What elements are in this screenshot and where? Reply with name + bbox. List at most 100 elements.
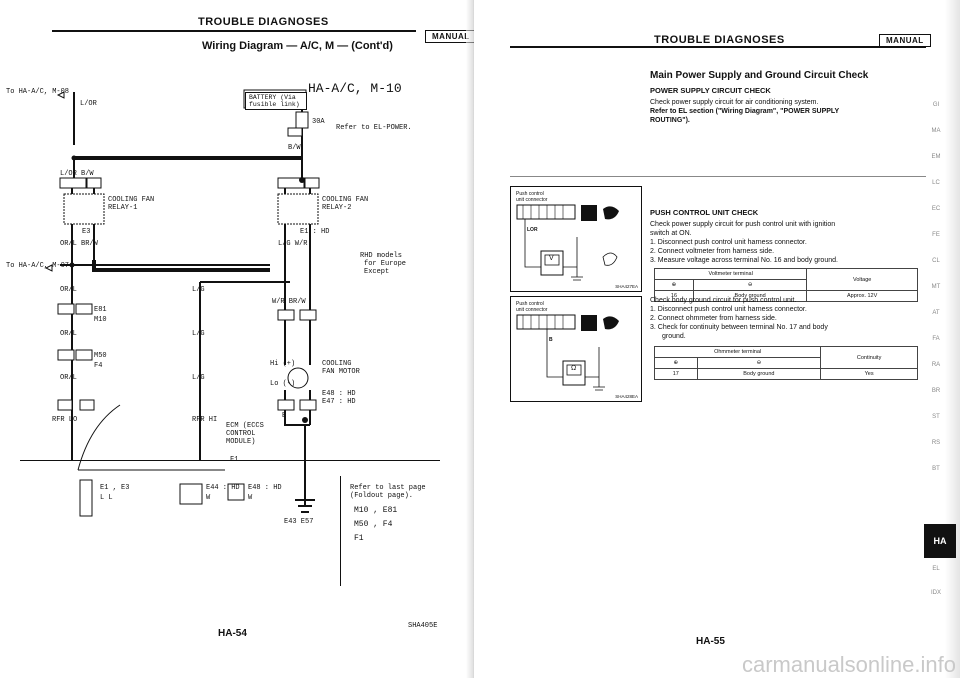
reference-list-1: M10 , E81 (354, 506, 398, 515)
motor-connector-1: E48 : HD (322, 390, 356, 398)
section-divider (510, 176, 926, 177)
margin-mark-at: AT (932, 310, 940, 316)
push-control-title: PUSH CONTROL UNIT CHECK (650, 208, 759, 217)
bottom-connector-1-sub: L L (100, 494, 113, 502)
motor-connector-2: E47 : HD (322, 398, 356, 406)
wire-bw-label: B/W (288, 144, 301, 152)
ha-section-tab[interactable]: HA (924, 524, 956, 558)
wiring-diagram-subtitle: Wiring Diagram — A/C, M — (Cont'd) (202, 40, 393, 52)
ecm-label: ECM (ECCS CONTROL MODULE) (226, 422, 264, 446)
voltmeter-ground: Body ground (692, 290, 808, 302)
figure1-caption-2: unit connector (516, 197, 548, 203)
push-control-step-3: 3. Measure voltage across terminal No. 1… (650, 257, 838, 264)
refer-last-page-label: Refer to last page (Foldout page). (350, 484, 426, 500)
diagram-title: HA-A/C, M-10 (308, 81, 402, 96)
figure1-meter-label: V (549, 255, 554, 262)
voltmeter-table: Voltmeter terminal Voltage ⊕ ⊖ 16 Body g… (653, 268, 918, 302)
ohmmeter-figure: Push control unit connector B Ω SHA428EA (510, 296, 642, 402)
rfr-hi-label: RFR HI (192, 416, 218, 424)
figure2-code: SHA428EA (615, 394, 638, 399)
ohmmeter-figure-drawing (516, 314, 619, 391)
connector-m10-label: M10 (94, 316, 107, 324)
margin-mark-em: EM (931, 154, 941, 160)
voltage-header: Voltage (806, 268, 918, 291)
ohmmeter-table: Ohmmeter terminal Continuity ⊕ ⊖ 17 Body… (653, 346, 918, 380)
motor-lo-label: Lo (-) (270, 380, 296, 388)
right-header-title: TROUBLE DIAGNOSES (654, 34, 785, 46)
figure1-wire-label: LOR (527, 227, 538, 233)
margin-mark-cl: CL (932, 258, 940, 264)
voltmeter-header: Voltmeter terminal (653, 268, 808, 280)
voltmeter-minus: ⊖ (692, 279, 808, 291)
wire-orl-3: OR/L (60, 374, 77, 382)
main-power-section-title: Main Power Supply and Ground Circuit Che… (650, 70, 869, 81)
margin-mark-rs: RS (931, 440, 941, 446)
to-m07-label: To HA-A/C, M-07 (6, 262, 70, 270)
figure1-code: SHA427EA (615, 284, 638, 289)
bottom-connector-2: E44 : HD (206, 484, 240, 492)
continuity-header: Continuity (820, 346, 918, 369)
figure2-meter-label: Ω (571, 365, 577, 372)
margin-mark-idx: IDX (930, 590, 941, 596)
relay1-connector-label: E3 (82, 228, 91, 236)
battery-label: BATTERY (Via fusible link) (245, 92, 307, 110)
ground-step-3: 3. Check for continuity between terminal… (650, 324, 828, 331)
margin-mark-ra: RA (931, 362, 941, 368)
voltmeter-terminal: 16 (654, 290, 694, 302)
connector-f4-label: F4 (94, 362, 103, 370)
margin-mark-lc: LC (932, 180, 940, 186)
rhd-note-label: RHD models (360, 252, 403, 260)
relay2-connector-label: E1 : HD (300, 228, 330, 236)
watermark: carmanualsonline.info (741, 652, 956, 677)
voltmeter-plus: ⊕ (654, 279, 694, 291)
push-control-step-1: 1. Disconnect push control unit harness … (650, 239, 807, 246)
right-page: TROUBLE DIAGNOSES MANUAL Main Power Supp… (474, 0, 960, 678)
ground-connector-label: E43 E57 (284, 518, 314, 526)
wiring-diagram: To HA-A/C, M-08 To HA-A/C, M-07 HA-A/C, … (6, 60, 460, 620)
relay1-label: COOLING FAN RELAY-1 (108, 196, 155, 212)
bottom-connector-3: E48 : HD (248, 484, 282, 492)
cooling-fan-motor-label: COOLING FAN MOTOR (322, 360, 360, 376)
right-page-number: HA-55 (696, 636, 725, 647)
connector-m50-label: M50 (94, 352, 107, 360)
rfr-lo-label: RFR LO (52, 416, 78, 424)
wire-lor-label: L/OR (80, 100, 97, 108)
voltmeter-value: Approx. 12V (806, 290, 918, 302)
motor-hi-label: Hi (+) (270, 360, 296, 368)
margin-mark-st: ST (932, 414, 940, 420)
margin-mark-gi: GI (932, 102, 940, 108)
bottom-connector-1: E1 , E3 (100, 484, 130, 492)
right-header-rule (510, 46, 926, 48)
push-control-intro-2: switch at ON. (650, 230, 692, 237)
wire-lg-wr-label: L/G W/R (278, 240, 308, 248)
ground-step-cont: ground. (662, 333, 686, 340)
wire-lg-3: L/G (192, 374, 205, 382)
bottom-connector-2-sub: W (206, 494, 211, 502)
diagram-divider (20, 460, 440, 461)
wire-lg-1: L/G (192, 286, 205, 294)
ground-step-2: 2. Connect ohmmeter from harness side. (650, 315, 777, 322)
right-manual-badge: MANUAL (879, 34, 931, 47)
bottom-connector-3-sub: W (248, 494, 253, 502)
to-m08-label: To HA-A/C, M-08 (6, 88, 70, 96)
ground-step-1: 1. Disconnect push control unit harness … (650, 306, 807, 313)
voltmeter-figure: Push control unit connector LOR V SHA427… (510, 186, 642, 292)
wire-orl-brw-label: OR/L BR/W (60, 240, 98, 248)
left-manual-badge: MANUAL (425, 30, 474, 43)
ohmmeter-value: Yes (820, 368, 918, 380)
wire-lor-bw-label: L/OR B/W (60, 170, 94, 178)
power-supply-line-3: ROUTING"). (650, 117, 690, 124)
power-supply-line-2: Refer to EL section ("Wiring Diagram", "… (650, 108, 840, 115)
except-label: Except (364, 268, 390, 276)
refer-power-label: Refer to EL-POWER. (336, 124, 412, 132)
figure2-wire-label: B (549, 337, 553, 343)
reference-list-2: M50 , F4 (354, 520, 393, 529)
power-supply-line-1: Check power supply circuit for air condi… (650, 99, 819, 106)
margin-mark-bt: BT (932, 466, 940, 472)
ohmmeter-header: Ohmmeter terminal (653, 346, 822, 358)
left-page-number: HA-54 (218, 628, 247, 639)
margin-mark-el: EL (932, 566, 940, 572)
ground-intro: Check body ground circuit for push contr… (650, 297, 797, 304)
figure1-caption-1: Push control (516, 191, 544, 197)
wire-orl-1: OR/L (60, 286, 77, 294)
